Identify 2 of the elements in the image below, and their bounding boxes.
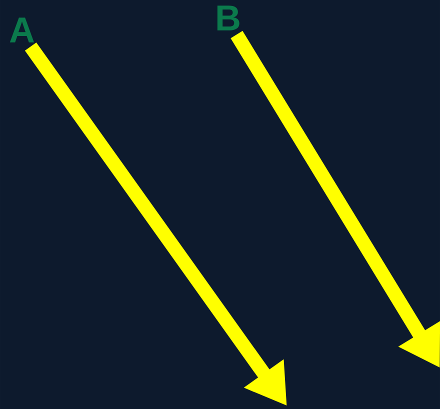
letter-label: B xyxy=(217,6,240,30)
letter-label: A xyxy=(10,18,34,42)
